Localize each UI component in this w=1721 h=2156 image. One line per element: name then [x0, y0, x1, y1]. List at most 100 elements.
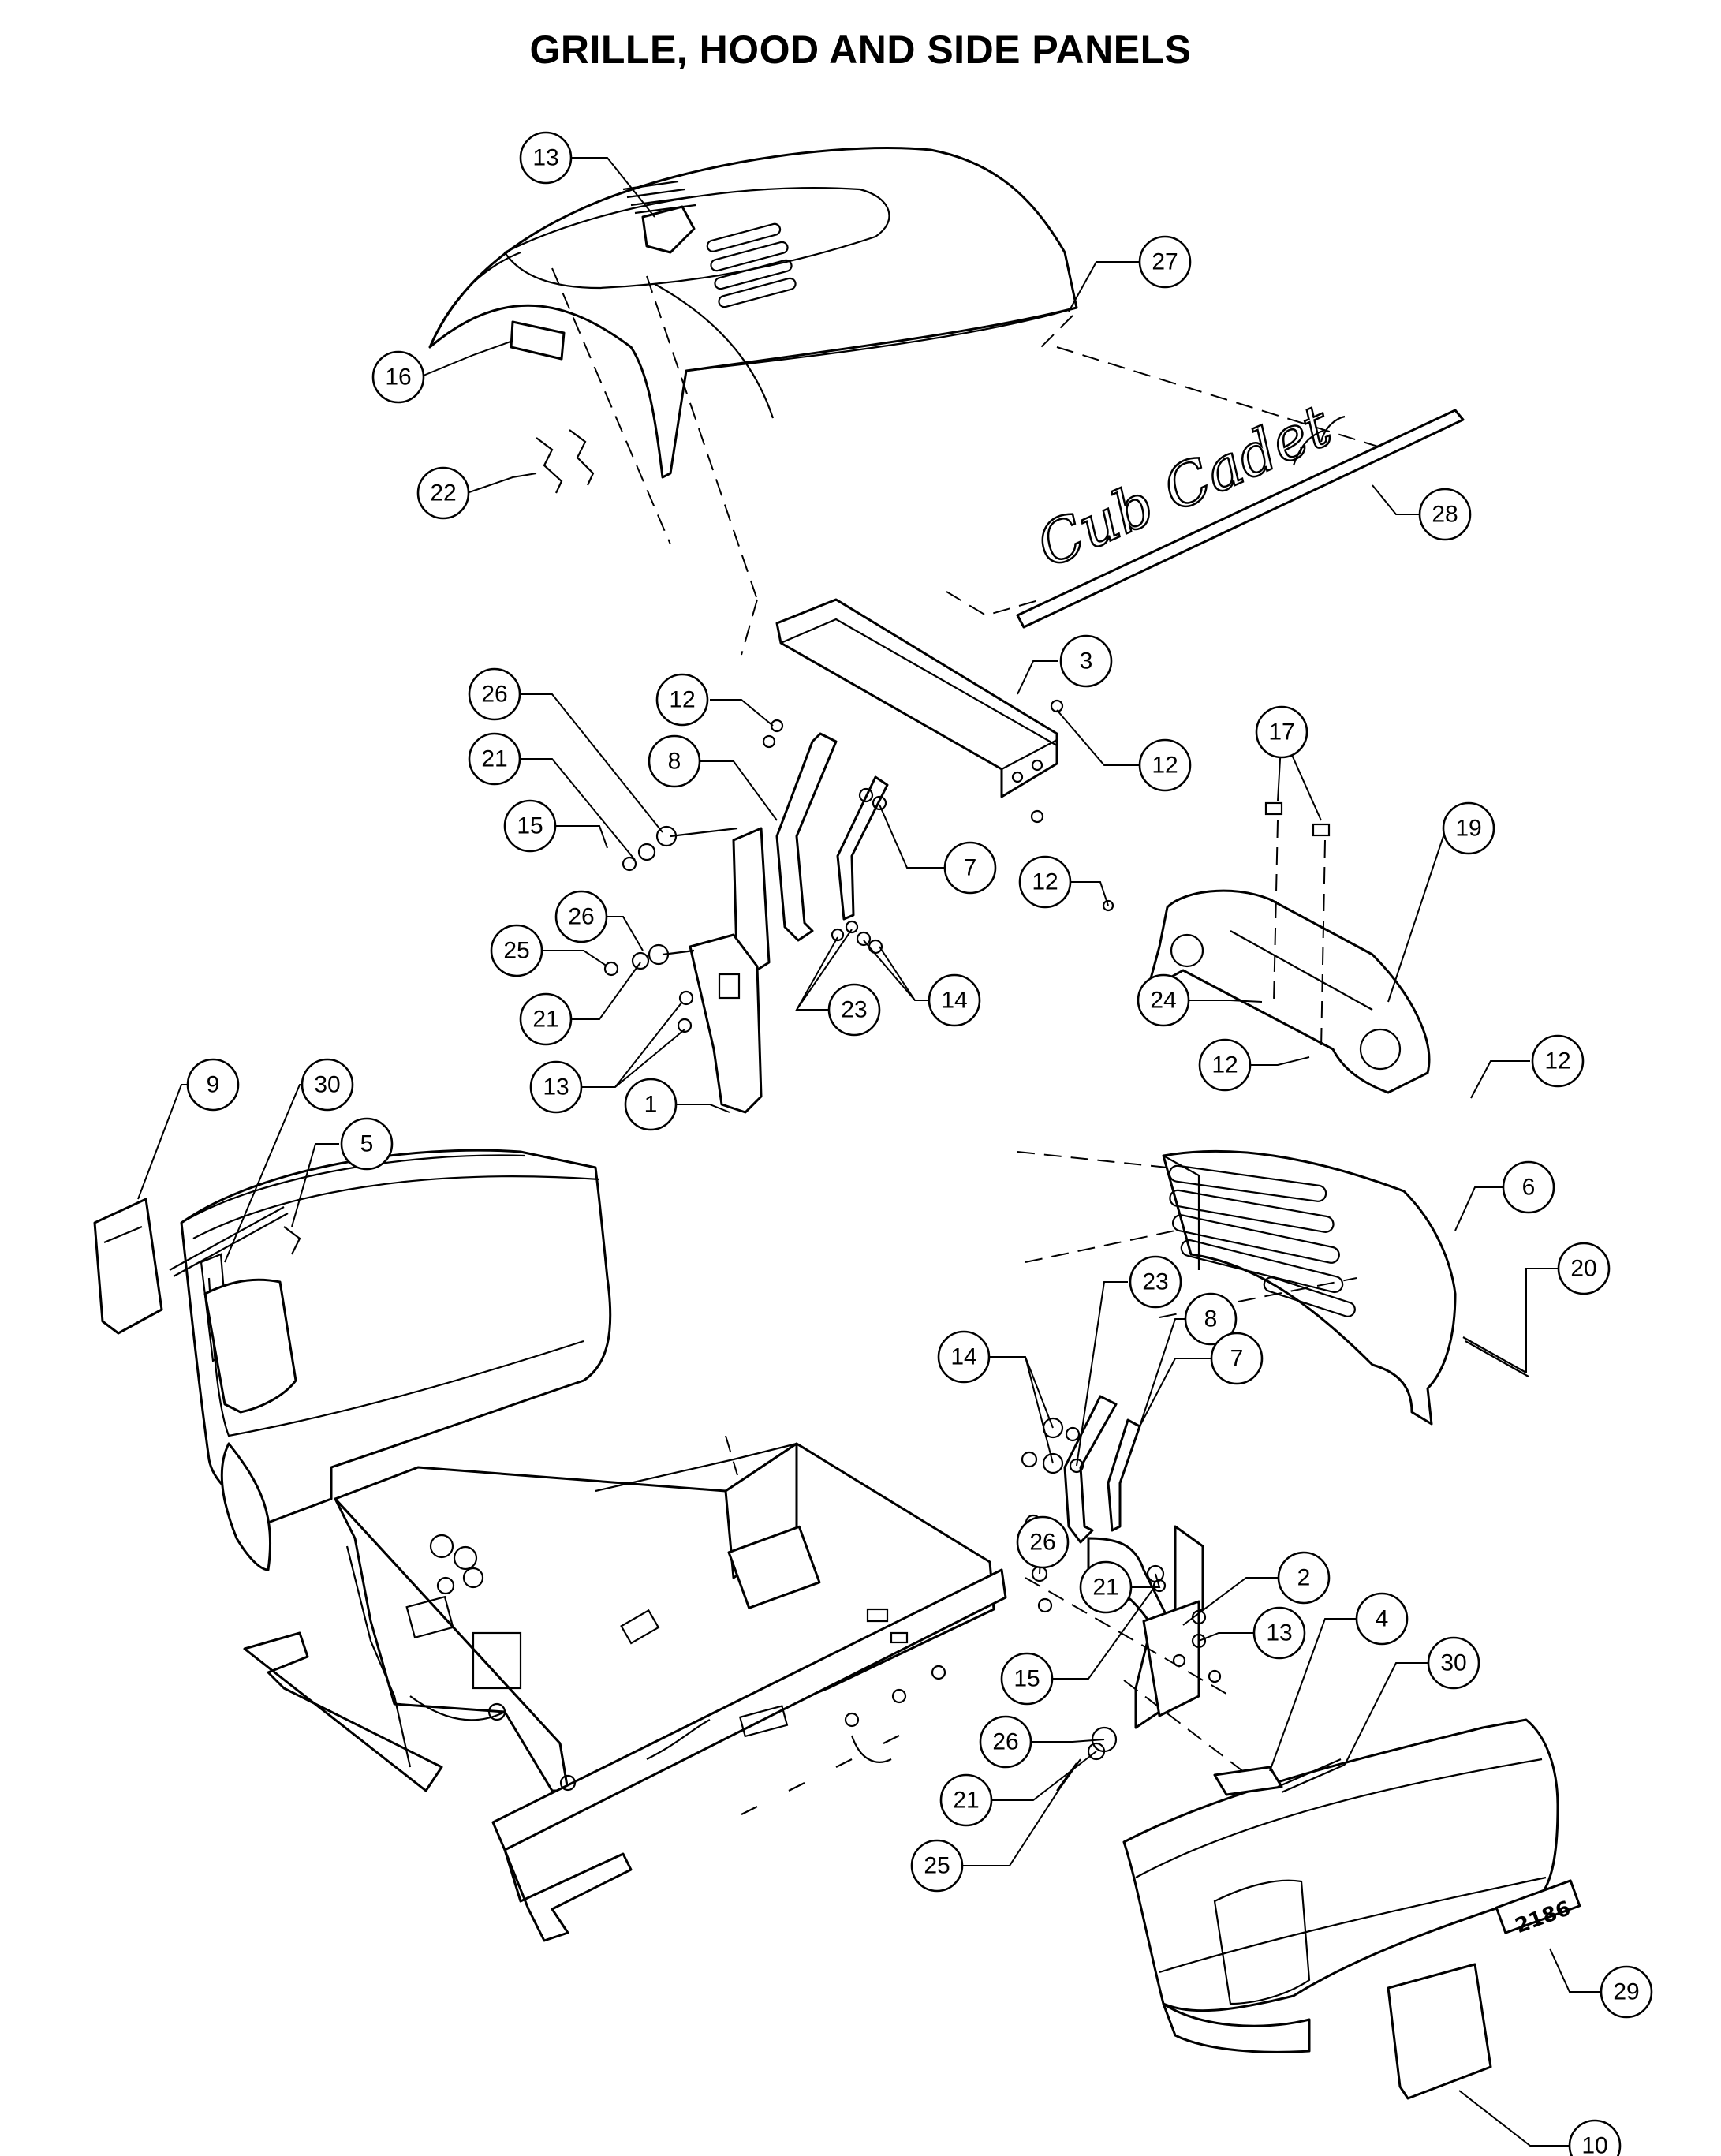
svg-text:7: 7: [1230, 1346, 1244, 1372]
svg-text:1: 1: [644, 1092, 658, 1118]
svg-text:8: 8: [1204, 1306, 1218, 1332]
callout-3: 3: [1059, 634, 1113, 688]
callout-16: 16: [371, 350, 425, 404]
callout-2: 2: [1277, 1551, 1331, 1605]
callout-26-a: 26: [468, 667, 521, 721]
svg-text:7: 7: [964, 855, 977, 881]
svg-text:14: 14: [941, 988, 967, 1014]
callout-9: 9: [186, 1058, 240, 1112]
callout-7-a: 7: [943, 841, 997, 895]
svg-text:29: 29: [1613, 1979, 1639, 2005]
svg-text:26: 26: [992, 1729, 1018, 1755]
callout-8-a: 8: [648, 734, 701, 788]
callout-21-c: 21: [1079, 1560, 1133, 1614]
svg-text:30: 30: [1440, 1650, 1466, 1676]
svg-text:28: 28: [1432, 502, 1458, 528]
callout-24: 24: [1137, 973, 1190, 1027]
callout-13-b: 13: [529, 1060, 583, 1114]
callout-12-e: 12: [1531, 1034, 1585, 1088]
part-3-grille-bracket: [775, 598, 1058, 798]
svg-text:17: 17: [1268, 719, 1294, 745]
svg-text:21: 21: [953, 1788, 979, 1814]
callout-29: 29: [1600, 1965, 1653, 2019]
svg-text:3: 3: [1080, 648, 1093, 674]
callout-10: 10: [1568, 2119, 1622, 2156]
callout-6: 6: [1502, 1160, 1555, 1214]
callout-5: 5: [340, 1117, 394, 1171]
svg-text:13: 13: [543, 1074, 569, 1100]
svg-text:23: 23: [1142, 1269, 1168, 1295]
svg-text:8: 8: [668, 749, 681, 775]
callout-13-c: 13: [1252, 1606, 1306, 1660]
svg-text:12: 12: [669, 687, 695, 713]
svg-text:23: 23: [841, 997, 867, 1023]
svg-text:21: 21: [481, 746, 507, 772]
svg-text:25: 25: [503, 938, 529, 964]
callout-15-b: 15: [1000, 1652, 1054, 1706]
callout-13: 13: [519, 131, 573, 185]
callout-12-c: 12: [1018, 855, 1072, 909]
callout-25-b: 25: [910, 1839, 964, 1893]
page-title: GRILLE, HOOD AND SIDE PANELS: [529, 28, 1192, 72]
hood: [428, 147, 1078, 479]
callout-21-a: 21: [468, 732, 521, 786]
callout-22: 22: [416, 466, 470, 520]
part-22-clip: [536, 429, 595, 494]
callout-26-b: 26: [554, 890, 608, 943]
svg-text:10: 10: [1581, 2133, 1607, 2156]
svg-text:30: 30: [314, 1072, 340, 1098]
callout-17: 17: [1255, 705, 1308, 759]
callouts: 13 27 16 22 28 3 12 12 26 21 8 15 7 12 1…: [186, 131, 1653, 2156]
svg-text:6: 6: [1522, 1175, 1536, 1201]
callout-1: 1: [624, 1078, 678, 1131]
svg-text:21: 21: [532, 1007, 558, 1033]
svg-text:21: 21: [1092, 1575, 1118, 1601]
callout-26-c: 26: [1016, 1515, 1070, 1569]
callout-12-d: 12: [1198, 1038, 1252, 1092]
callout-25-a: 25: [490, 924, 543, 977]
callout-8-b: 8: [1184, 1292, 1238, 1346]
svg-text:24: 24: [1150, 988, 1176, 1014]
callout-4: 4: [1355, 1592, 1409, 1646]
callout-30-b: 30: [1427, 1636, 1480, 1690]
svg-text:12: 12: [1211, 1052, 1238, 1078]
part-6-grille: [1017, 1149, 1529, 1426]
svg-text:22: 22: [430, 480, 456, 506]
callout-14-b: 14: [937, 1330, 991, 1384]
svg-text:20: 20: [1570, 1256, 1596, 1282]
cub-cadet-decal: Cub Cadet: [1016, 390, 1465, 629]
callout-15-a: 15: [503, 799, 557, 853]
svg-text:26: 26: [568, 904, 594, 930]
svg-text:12: 12: [1152, 753, 1178, 779]
callout-7-b: 7: [1210, 1332, 1264, 1385]
svg-text:13: 13: [532, 145, 558, 171]
leader-lines: [137, 157, 1601, 2147]
svg-text:12: 12: [1032, 869, 1058, 895]
svg-text:26: 26: [481, 682, 507, 708]
svg-text:4: 4: [1376, 1606, 1389, 1632]
svg-text:25: 25: [924, 1853, 950, 1879]
callout-23-b: 23: [1129, 1255, 1182, 1309]
part-16-bumper: [510, 320, 566, 361]
right-bracket-assembly: [1021, 1395, 1342, 1847]
callout-21-d: 21: [939, 1773, 993, 1827]
callout-27: 27: [1138, 235, 1192, 289]
svg-text:26: 26: [1029, 1530, 1055, 1556]
callout-30-a: 30: [301, 1058, 354, 1112]
svg-text:19: 19: [1455, 816, 1481, 842]
chassis-frame: [243, 1435, 1007, 1942]
callout-28: 28: [1418, 488, 1472, 541]
callout-20: 20: [1557, 1242, 1611, 1295]
svg-text:5: 5: [360, 1131, 374, 1157]
callout-26-d: 26: [979, 1715, 1032, 1769]
svg-text:15: 15: [1014, 1666, 1040, 1692]
hood-dash-lines: [551, 267, 1389, 656]
left-bracket-assembly: [603, 699, 1114, 1114]
callout-21-b: 21: [519, 992, 573, 1046]
svg-text:14: 14: [950, 1344, 976, 1370]
callout-23-a: 23: [827, 983, 881, 1037]
svg-text:13: 13: [1266, 1620, 1292, 1646]
callout-12-a: 12: [655, 673, 709, 727]
svg-text:27: 27: [1152, 249, 1178, 275]
